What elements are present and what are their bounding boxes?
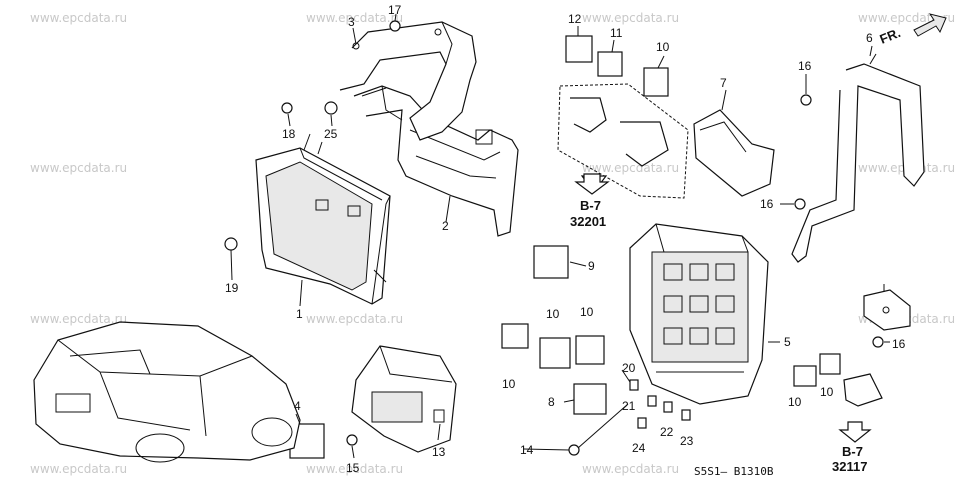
diagram-code: S5S1— B1310B (694, 465, 774, 478)
watermark: www.epcdata.ru (30, 312, 127, 326)
watermark: www.epcdata.ru (582, 462, 679, 476)
bolt-25 (324, 101, 338, 115)
part-label: 5 (784, 335, 791, 349)
bolts-right (568, 94, 884, 456)
reference-codes: B-7 32201 B-7 32117 (570, 198, 867, 474)
part-label: 13 (432, 445, 446, 459)
front-label: FR. (878, 25, 903, 47)
relay-10-a (501, 323, 529, 349)
part-label: 23 (680, 434, 694, 448)
upper-bracket (339, 21, 477, 141)
ref-arrow-icon (838, 421, 872, 443)
part-label: 16 (892, 337, 906, 351)
fuse-20 (629, 379, 639, 391)
part-label: 15 (346, 461, 360, 475)
relay-10-d (793, 365, 817, 387)
fuse-22 (663, 401, 673, 413)
ecu-unit (255, 133, 391, 305)
relay-10-c (575, 335, 605, 365)
fuse-box-part-5 (629, 223, 769, 405)
watermark: www.epcdata.ru (582, 11, 679, 25)
bolt-18 (281, 102, 293, 114)
part-label: 20 (622, 361, 636, 375)
bolt-16-b (794, 198, 806, 210)
bolt-14 (568, 444, 580, 456)
part-label: 6 (866, 31, 873, 45)
watermark: www.epcdata.ru (582, 161, 679, 175)
watermark: www.epcdata.ru (30, 161, 127, 175)
part-label: 21 (622, 399, 636, 413)
watermark: www.epcdata.ru (306, 11, 403, 25)
part-label: 7 (720, 76, 727, 90)
part-label: 4 (294, 399, 301, 413)
part-label: 16 (760, 197, 774, 211)
part-label: 14 (520, 443, 534, 457)
relay-8 (573, 383, 607, 415)
leader-lines (230, 13, 890, 459)
part-label: 1 (296, 307, 303, 321)
bolt-19 (224, 237, 238, 251)
ref-group: B-7 (580, 198, 601, 213)
ref-code: 32117 (832, 459, 867, 474)
watermark: www.epcdata.ru (30, 11, 127, 25)
part-labels: 3 17 18 25 2 19 1 12 11 10 7 6 16 16 9 1… (225, 3, 906, 475)
ref-arrow-icon (574, 173, 610, 195)
part-label: 25 (324, 127, 338, 141)
relays-right (793, 353, 883, 407)
relay-11 (597, 51, 623, 77)
part-label: 10 (502, 377, 516, 391)
part-label: 10 (580, 305, 594, 319)
cover-part-7 (693, 109, 775, 197)
watermark: www.epcdata.ru (306, 312, 403, 326)
part-label: 18 (282, 127, 296, 141)
relay-10-e (819, 353, 841, 375)
part-label: 19 (225, 281, 239, 295)
part-label: 17 (388, 3, 402, 17)
part-label: 10 (546, 307, 560, 321)
part-label: 9 (588, 259, 595, 273)
bolt-15 (346, 434, 358, 446)
mini-fuses (629, 379, 691, 429)
part-label: 16 (798, 59, 812, 73)
ecu-bracket (353, 85, 519, 237)
ref-arrows (574, 173, 872, 443)
bolts-left (224, 20, 401, 251)
bracket-part-26 (863, 289, 911, 331)
bolt-16-a (800, 94, 812, 106)
watermark: www.epcdata.ru (30, 462, 127, 476)
ref-code: 32201 (570, 214, 606, 229)
relay-socket-group (557, 83, 689, 199)
bracket-part-6 (791, 53, 925, 263)
part-label: 2 (442, 219, 449, 233)
part-label: 8 (548, 395, 555, 409)
part-label: 24 (632, 441, 646, 455)
relay-9 (533, 245, 569, 279)
relays-upper (565, 35, 669, 97)
relay-10-upper (643, 67, 669, 97)
front-direction: FR. (878, 13, 947, 47)
relay-12 (565, 35, 593, 63)
relay-10-b (539, 337, 571, 369)
relays-middle (501, 245, 607, 415)
car-outline (33, 321, 301, 463)
part-label: 10 (656, 40, 670, 54)
part-label: 11 (610, 26, 623, 40)
ref-group: B-7 (842, 444, 863, 459)
part-label: 10 (788, 395, 802, 409)
watermark: www.epcdata.ru (306, 462, 403, 476)
part-label: 10 (820, 385, 834, 399)
bolt-17 (389, 20, 401, 32)
part-label: 22 (660, 425, 674, 439)
fuse-21 (647, 395, 657, 407)
unit-part-13 (351, 345, 457, 453)
fuse-23 (681, 409, 691, 421)
arrow-right-icon (913, 13, 947, 37)
fuse-24 (637, 417, 647, 429)
bolt-16-c (872, 336, 884, 348)
part-label: 3 (348, 15, 355, 29)
part-label: 12 (568, 12, 582, 26)
